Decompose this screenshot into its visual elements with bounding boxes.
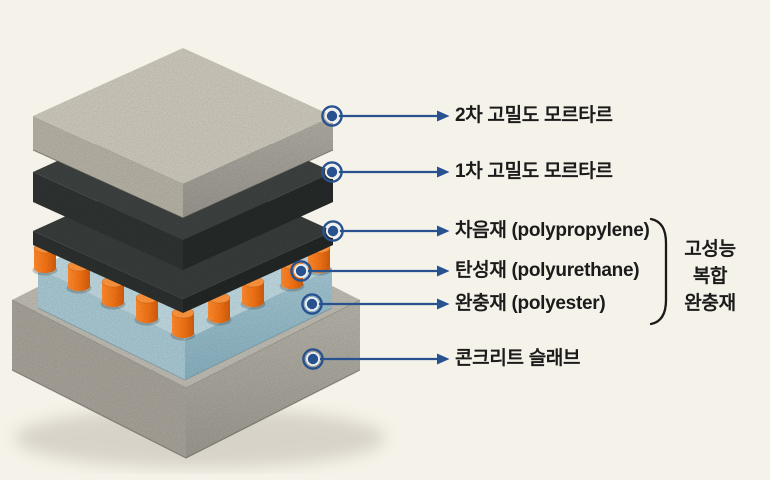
- arrow-icon: [437, 166, 450, 178]
- label-mortar-secondary: 2차 고밀도 모르타르: [455, 105, 613, 126]
- label-cushion-material: 완충재 (polyester): [455, 293, 606, 314]
- callout-dot-icon: [302, 348, 324, 370]
- arrow-icon: [437, 298, 450, 310]
- label-elastic-material: 탄성재 (polyurethane): [455, 260, 640, 281]
- arrow-icon: [437, 353, 450, 365]
- arrow-icon: [437, 225, 450, 237]
- group-label-line: 완충재: [684, 293, 736, 314]
- callout-dot-icon: [290, 260, 312, 282]
- callout-dots: [290, 105, 344, 370]
- speckle-texture: [11, 47, 361, 459]
- arrow-icon: [437, 110, 450, 122]
- arrow-icon: [437, 265, 450, 277]
- callout-dot-icon: [321, 161, 343, 183]
- callout-arrowheads: [437, 110, 450, 365]
- group-label-high-performance-composite: 고성능 복합 완충재: [668, 236, 752, 317]
- label-sound-insulation: 차음재 (polypropylene): [455, 220, 650, 241]
- callout-dot-icon: [301, 293, 323, 315]
- group-label-line: 고성능: [684, 239, 736, 260]
- label-concrete-slab: 콘크리트 슬래브: [455, 348, 581, 369]
- group-label-line: 복합: [692, 266, 728, 287]
- callout-lines: [301, 114, 438, 361]
- callout-dot-icon: [321, 105, 343, 127]
- callout-dot-icon: [322, 220, 344, 242]
- label-mortar-primary: 1차 고밀도 모르타르: [455, 161, 613, 182]
- group-bracket: [649, 217, 668, 326]
